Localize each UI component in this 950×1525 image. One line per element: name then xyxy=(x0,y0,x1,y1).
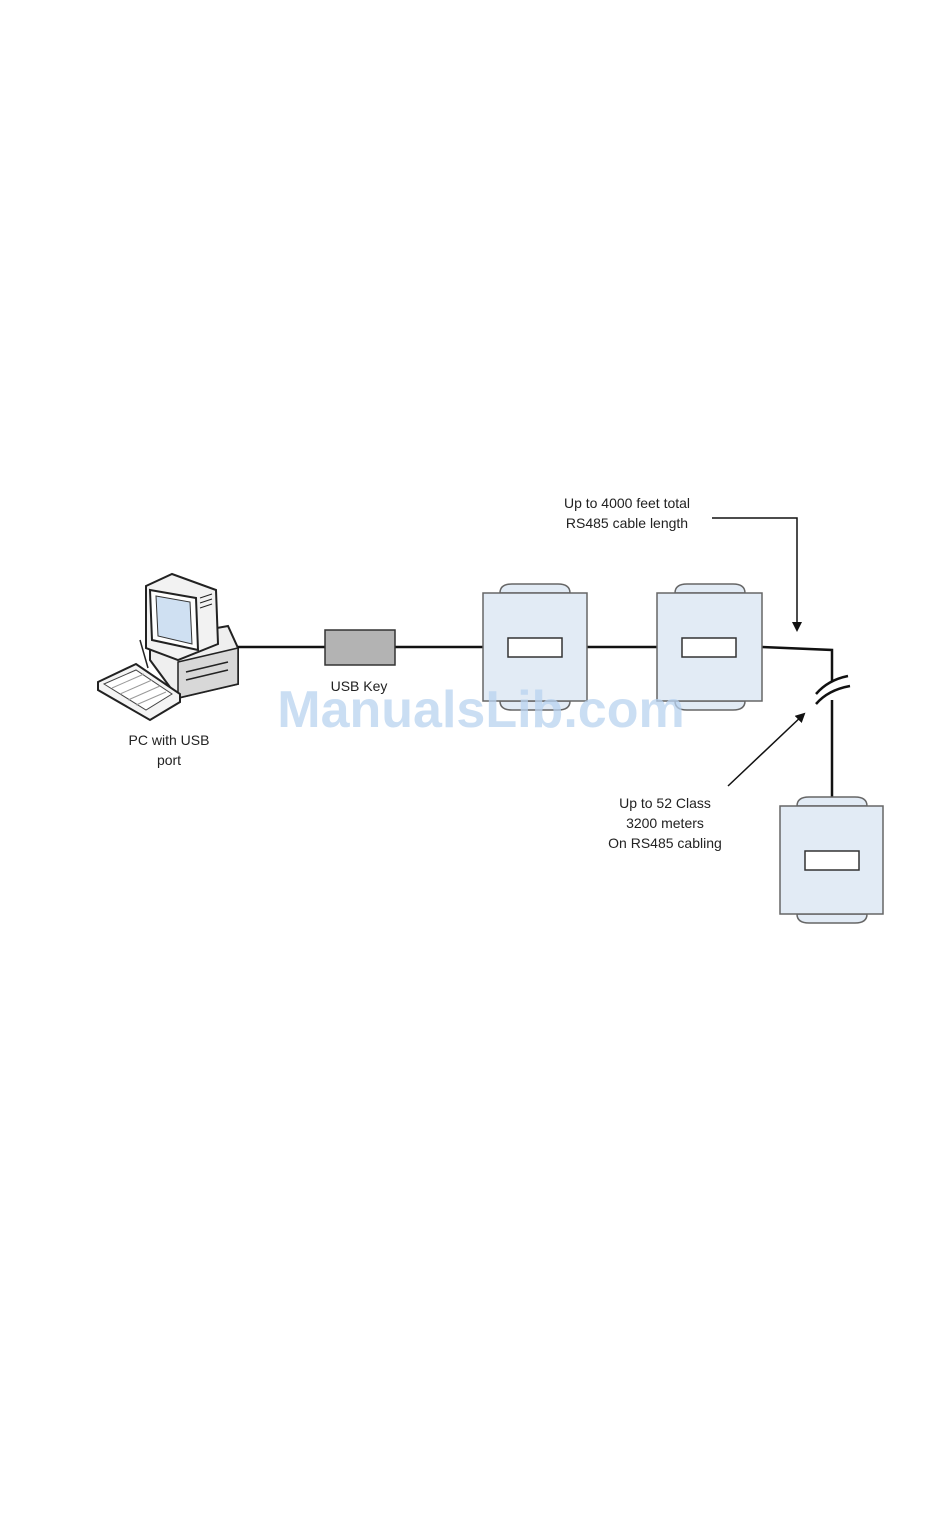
cable-device-2-to-break xyxy=(762,647,832,682)
bottom-note-line-1: Up to 52 Class xyxy=(619,795,711,811)
bottom-note-arrow xyxy=(728,714,804,786)
pc-label-line-2: port xyxy=(157,752,181,768)
pc-monitor-screen xyxy=(156,596,192,644)
pc-label-line-1: PC with USB xyxy=(129,732,210,748)
bottom-note-line-3: On RS485 cabling xyxy=(608,835,722,851)
top-note-line-1: Up to 4000 feet total xyxy=(564,495,690,511)
rs485-device-3 xyxy=(780,797,883,923)
device-3-display xyxy=(805,851,859,870)
top-note-line-2: RS485 cable length xyxy=(566,515,688,531)
pc-computer-icon xyxy=(98,574,238,720)
bottom-note-line-2: 3200 meters xyxy=(626,815,704,831)
device-2-display xyxy=(682,638,736,657)
device-1-display xyxy=(508,638,562,657)
usb-key xyxy=(325,630,395,665)
watermark: ManualsLib.com xyxy=(277,681,684,739)
